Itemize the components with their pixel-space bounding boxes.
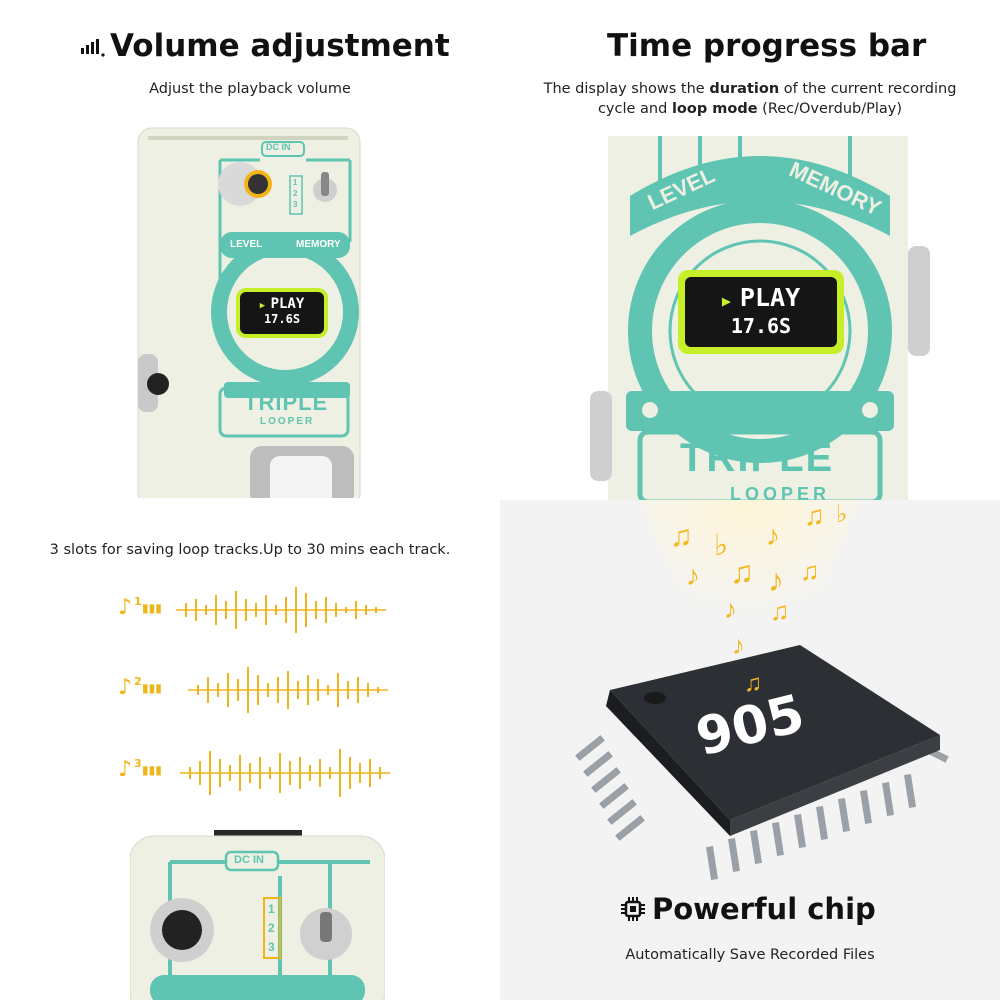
switch-3: 3	[293, 200, 298, 209]
track-3-number: 3	[134, 757, 142, 770]
memory-label: MEMORY	[296, 239, 341, 250]
chip-heading: Powerful chip	[620, 892, 876, 926]
play-triangle-icon: ▶	[259, 301, 271, 311]
volume-title: Volume adjustment	[110, 28, 450, 64]
track-1-row: ♪ 1 ▮▮▮	[118, 585, 398, 635]
flat-icon: ♭	[714, 529, 729, 562]
track-2-row: ♪ 2 ▮▮▮	[118, 665, 398, 715]
track-3-waveform	[180, 749, 390, 797]
progress-subtitle: The display shows the duration of the cu…	[543, 81, 957, 117]
switch-2b: 2	[268, 921, 275, 935]
switch-3b: 3	[268, 940, 275, 954]
flat-icon: ♭	[836, 501, 848, 528]
track-3-row: ♪ 3 ▮▮▮	[118, 745, 398, 801]
music-note-icon: ♪	[686, 560, 700, 591]
chip-subtitle: Automatically Save Recorded Files	[625, 947, 875, 963]
music-note-icon: ♫	[744, 670, 762, 697]
zoom-screen: ▶ PLAY 17.6S	[685, 277, 837, 347]
music-note-icon: ♪	[724, 594, 737, 624]
track-1-number: 1	[134, 595, 142, 608]
pedal-screen-glow: ▶ PLAY 17.6S	[236, 288, 328, 338]
volume-heading: Volume adjustment	[80, 28, 450, 64]
progress-title: Time progress bar	[607, 28, 927, 64]
chip-panel: 905 ♫ ♭ ♪ ♫ ♭ ♪ ♫ ♪ ♫ ♪ ♫ ♪ ♫ Powerful c…	[500, 500, 1000, 1000]
chip-illustration	[575, 500, 949, 880]
pedal-top-illustration	[130, 830, 385, 1000]
signal-bars-icon: ▮▮▮	[142, 763, 162, 777]
brand-top: TRIPLE	[244, 390, 329, 415]
music-note-icon: ♪	[118, 757, 133, 782]
track-1-waveform	[176, 587, 386, 633]
level-label: LEVEL	[230, 239, 263, 250]
slots-subtitle: 3 slots for saving loop tracks.Up to 30 …	[49, 542, 451, 558]
volume-bars-icon	[81, 39, 105, 57]
switch-1b: 1	[268, 902, 275, 916]
switch-1: 1	[293, 178, 298, 187]
dc-in-label: DC IN	[266, 142, 291, 152]
brand-bottom-zoom: LOOPER	[730, 484, 831, 500]
music-note-icon: ♫	[730, 554, 754, 590]
brand-bottom: LOOPER	[260, 416, 315, 427]
progress-pedal-image: LEVEL MEMORY ▶ PLAY 17.6S TRIPLE LOOPER	[590, 136, 930, 500]
chip-title: Powerful chip	[652, 892, 876, 926]
screen-time: 17.6S	[263, 312, 301, 326]
signal-bars-icon: ▮▮▮	[142, 601, 162, 615]
play-triangle-icon-zoom: ▶	[721, 292, 740, 310]
track-2-waveform	[188, 667, 388, 713]
music-note-icon: ♪	[118, 675, 133, 700]
signal-bars-icon: ▮▮▮	[142, 681, 162, 695]
zoom-screen-time: 17.6S	[730, 314, 792, 338]
music-note-icon: ♫	[670, 520, 693, 553]
dc-in-label-2: DC IN	[234, 854, 264, 866]
volume-pedal-image: DC IN 1 2 3 LEVEL MEMORY ▶ PLAY 17.6S TR…	[120, 122, 380, 498]
music-note-icon: ♪	[732, 630, 745, 660]
pedal-screen: ▶ PLAY 17.6S	[240, 292, 324, 334]
music-note-icon: ♫	[800, 556, 820, 586]
volume-subtitle: Adjust the playback volume	[149, 81, 351, 97]
music-note-icon: ♪	[768, 562, 784, 598]
music-note-icon: ♪	[766, 520, 780, 551]
zoom-screen-glow: ▶ PLAY 17.6S	[678, 270, 844, 354]
music-note-icon: ♪	[118, 595, 133, 620]
chip-icon	[621, 897, 645, 921]
music-note-icon: ♫	[804, 500, 825, 531]
track-2-number: 2	[134, 675, 142, 688]
brand-top-zoom: TRIPLE	[680, 436, 835, 480]
screen-mode: PLAY	[270, 296, 305, 312]
slots-pedal-image: DC IN 1 2 3	[130, 830, 385, 1000]
switch-2: 2	[293, 189, 298, 198]
music-note-icon: ♫	[770, 596, 790, 626]
zoom-screen-mode: PLAY	[739, 283, 801, 312]
